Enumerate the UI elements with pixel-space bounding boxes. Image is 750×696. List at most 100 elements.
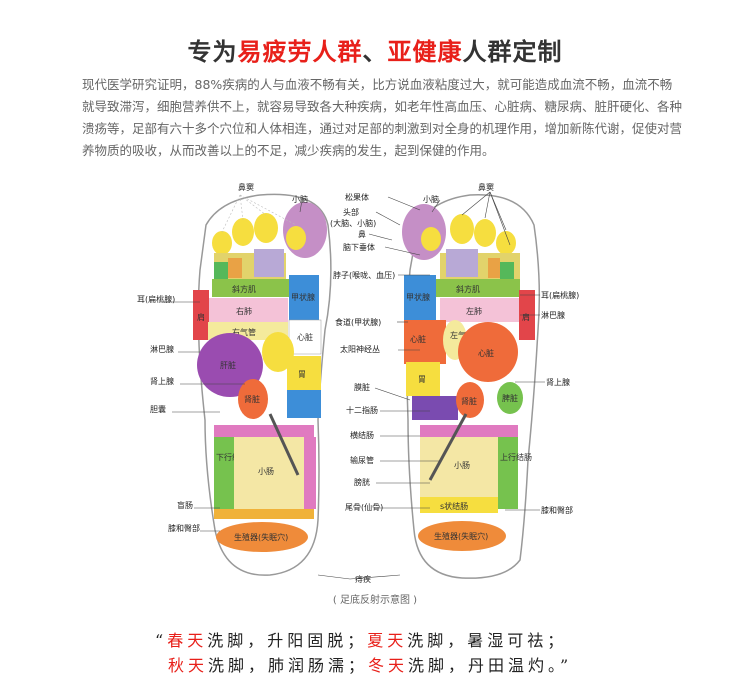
intro-paragraph: 现代医学研究证明，88%疾病的人与血液不畅有关，比方说血液粘度过大，就可能造成血… (82, 74, 682, 162)
center-labels: 松果体 头部 (大脑、小脑) 鼻 脑下垂体 脖子(喉咙、血压) 食道(甲状腺) … (330, 192, 395, 584)
right-colon-label: 上行结肠 (500, 452, 532, 462)
title-sep: 、 (362, 38, 388, 66)
right-genital-zone (418, 521, 506, 551)
center-label-solar-plexus: 太阳神经丛 (340, 344, 380, 354)
right-bronchus-label: 左气管 (450, 330, 474, 340)
title-highlight-2: 亚健康 (387, 38, 463, 66)
right-kidney-zone (456, 382, 484, 418)
poem-line-2b: 洗脚，丹田温灼。” (408, 656, 573, 675)
right-label-sinus: 鼻窦 (478, 182, 494, 192)
left-small-int-zone (234, 437, 304, 509)
poem-line-1b: 洗脚，暑湿可祛； (407, 631, 568, 650)
left-liver-label: 肝脏 (220, 360, 236, 370)
left-stomach-label: 胃 (298, 370, 306, 379)
poem-spring: 春天 (167, 631, 208, 650)
right-ear-label: 肩 (522, 312, 530, 322)
poem-autumn: 秋天 (168, 656, 209, 675)
center-label-pancreas: 膜脏 (354, 382, 370, 392)
foot-reflexology-diagram: 斜方肌 右肺 甲状腺 肩 右气管 心脏 肝脏 胃 肾脏 下行结肠 小肠 (137, 182, 579, 584)
poem-line-2a: 洗脚，肺润肠濡； (208, 656, 369, 675)
left-ear-zone (193, 290, 209, 340)
title-highlight-1: 易疲劳人群 (237, 38, 363, 66)
right-thyroid-zone (404, 275, 436, 320)
left-foot: 斜方肌 右肺 甲状腺 肩 右气管 心脏 肝脏 胃 肾脏 下行结肠 小肠 (193, 193, 332, 576)
left-label-adrenal: 肾上腺 (150, 376, 174, 386)
center-label-hemorrhoids: 痔疾 (355, 574, 371, 584)
poem-line-2: 秋天洗脚，肺润肠濡；冬天洗脚，丹田温灼。” (168, 652, 628, 676)
right-side-labels: 鼻窦 小脑 耳(扁桃腺) 淋巴腺 肾上腺 膝和臀部 (423, 182, 579, 515)
left-label-appendix: 盲肠 (177, 500, 193, 510)
page-title: 专为易疲劳人群、亚健康人群定制 (0, 32, 750, 67)
right-label-knee: 膝和臀部 (541, 505, 573, 515)
right-kidney-label: 肾脏 (461, 396, 477, 406)
left-thyroid-label: 甲状腺 (291, 292, 315, 302)
right-heart-left-label: 心脏 (410, 334, 426, 344)
left-ear-label: 肩 (197, 312, 205, 322)
left-label-lymph: 淋巴腺 (150, 344, 174, 354)
left-kidney-label: 肾脏 (244, 394, 260, 404)
center-label-ureter: 输尿管 (350, 455, 374, 465)
left-label-sinus: 鼻窦 (238, 182, 254, 192)
right-small-int-zone (420, 437, 498, 497)
center-label-pituitary: 脑下垂体 (343, 242, 375, 252)
right-small-int-label: 小肠 (454, 461, 470, 470)
left-label-cerebellum: 小脑 (292, 194, 308, 204)
left-side-labels: 鼻窦 小脑 耳(扁桃腺) 淋巴腺 肾上腺 胆囊 盲肠 膝和臀部 (137, 182, 308, 533)
poem-line-1a: 洗脚，升阳固脱； (207, 631, 368, 650)
left-bronchus-label: 右气管 (232, 327, 256, 337)
center-label-nose: 鼻 (358, 229, 366, 239)
right-shoulder-zone (434, 279, 520, 297)
left-stomach-zone (287, 356, 321, 390)
leader-lines (160, 191, 545, 580)
intro-text: 现代医学研究证明，88%疾病的人与血液不畅有关，比方说血液粘度过大，就可能造成血… (82, 77, 683, 158)
center-label-neck: 脖子(喉咙、血压) (333, 270, 395, 280)
poem-summer: 夏天 (367, 631, 408, 650)
center-label-brain: (大脑、小脑) (330, 218, 376, 228)
left-lung-label: 右肺 (236, 306, 252, 316)
poem-open-quote: “ (155, 631, 168, 650)
right-heart-zone (458, 322, 518, 382)
right-thyroid-label: 甲状腺 (406, 292, 430, 302)
center-label-head: 头部 (343, 207, 359, 217)
right-label-ear: 耳(扁桃腺) (541, 290, 579, 300)
center-label-duodenum: 十二指肠 (346, 405, 378, 415)
title-pre: 专为 (187, 38, 238, 66)
poem-line-1: “春天洗脚，升阳固脱；夏天洗脚，暑湿可祛； (155, 627, 615, 651)
left-label-knee: 膝和臀部 (168, 523, 200, 533)
right-label-lymph: 淋巴腺 (541, 310, 565, 320)
title-post: 人群定制 (462, 38, 563, 66)
left-genital-label: 生殖器(失眠穴) (234, 532, 288, 542)
left-lung-zone (208, 298, 288, 322)
right-stomach-label: 胃 (418, 375, 426, 384)
right-s-colon-label: s状结肠 (440, 501, 468, 511)
center-label-pineal: 松果体 (345, 192, 369, 202)
left-shoulder-label: 斜方肌 (232, 284, 256, 294)
center-label-bladder: 膀胱 (354, 477, 370, 487)
right-heart-label: 心脏 (478, 348, 494, 358)
right-genital-label: 生殖器(失眠穴) (434, 531, 488, 541)
right-heart-left-zone (404, 320, 446, 364)
left-genital-zone (216, 522, 308, 552)
left-colon-zone (214, 437, 234, 509)
center-label-coccyx: 尾骨(仙骨) (345, 502, 383, 512)
left-heart-label: 心脏 (297, 332, 313, 342)
left-thyroid-zone (289, 275, 319, 320)
right-foot: 斜方肌 左肺 甲状腺 肩 心脏 左气管 心脏 胃 肾脏 脾脏 小肠 上行结肠 s… (402, 194, 541, 579)
right-spleen-zone (497, 382, 523, 414)
right-label-adrenal: 肾上腺 (546, 377, 570, 387)
left-small-int-label: 小肠 (258, 467, 274, 476)
left-kidney-zone (238, 379, 268, 419)
right-spleen-label: 脾脏 (502, 393, 518, 403)
right-stomach-zone (406, 362, 440, 396)
left-colon-label: 下行结肠 (216, 452, 248, 462)
center-label-transverse-colon: 横结肠 (350, 430, 374, 440)
center-label-esophagus: 食道(甲状腺) (335, 317, 381, 327)
right-label-cerebellum: 小脑 (423, 194, 439, 204)
poem-winter: 冬天 (368, 656, 409, 675)
right-colon-zone (498, 437, 518, 509)
right-lung-zone (440, 298, 520, 322)
right-lung-label: 左肺 (466, 306, 482, 316)
right-shoulder-label: 斜方肌 (456, 284, 480, 294)
diagram-caption: ( 足底反射示意图 ) (332, 595, 418, 606)
left-shoulder-zone (212, 279, 290, 297)
